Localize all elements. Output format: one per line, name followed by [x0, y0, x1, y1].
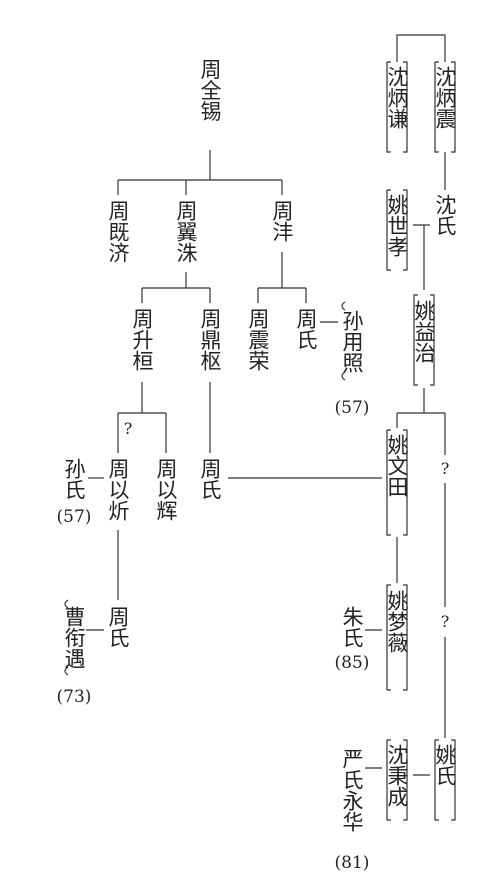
person-zhou-shenghuan: 周升桓 — [130, 308, 154, 371]
person-zhou-shi-c: 周氏 — [106, 606, 130, 648]
person-yao-shi: 姚氏 — [433, 744, 457, 786]
person-shen-bingzhen: 沈炳震 — [433, 66, 457, 129]
person-cao-yanyu: 曹衔遇 — [62, 606, 86, 669]
person-zhou-shi-a: 周氏 — [294, 308, 318, 350]
age-yan-shi: (81) — [335, 853, 370, 873]
person-yan-shi: 严氏永华 — [340, 748, 364, 832]
person-shen-bingqian: 沈炳谦 — [385, 66, 409, 129]
names: 周全锡 周既济 周翼洙 周沣 周升桓 周鼎枢 周震荣 周氏 孙用照 (57) ?… — [57, 59, 457, 874]
person-zhou-shi-b: 周氏 — [198, 458, 222, 500]
person-zhou-dingshu: 周鼎枢 — [198, 308, 222, 371]
connector-lines — [86, 34, 446, 776]
unknown-marker-3: ? — [441, 612, 450, 631]
age-sun-shi: (57) — [57, 507, 92, 527]
unknown-marker-1: ? — [124, 419, 133, 438]
age-sun-yongzhao: (57) — [335, 398, 370, 418]
person-zhou-quanxi: 周全锡 — [198, 59, 222, 122]
person-zhou-zhenrong: 周震荣 — [246, 308, 270, 371]
person-sun-yongzhao: 孙用照 — [340, 310, 364, 373]
person-zhou-yizhu: 周翼洙 — [174, 200, 198, 263]
person-shen-shi: 沈氏 — [433, 194, 457, 236]
unknown-marker-2: ? — [441, 459, 450, 478]
age-zhu-shi: (85) — [335, 653, 370, 673]
name-brackets — [64, 61, 456, 821]
person-zhou-yixin: 周以炘 — [106, 458, 130, 521]
person-sun-shi: 孙氏 — [62, 458, 86, 500]
age-cao-yanyu: (73) — [57, 687, 92, 707]
person-zhou-feng: 周沣 — [270, 200, 294, 242]
person-yao-yizhi: 姚益治 — [412, 300, 436, 363]
person-yao-mengwei: 姚梦薇 — [385, 590, 409, 653]
person-zhou-yihui: 周以辉 — [154, 458, 178, 521]
person-zhou-jiji: 周既济 — [106, 200, 130, 263]
person-yao-shixiao: 姚世孝 — [385, 194, 409, 257]
person-shen-bingcheng: 沈秉成 — [385, 744, 409, 807]
person-zhu-shi: 朱氏 — [340, 606, 364, 648]
person-yao-wentian: 姚文田 — [385, 434, 409, 497]
